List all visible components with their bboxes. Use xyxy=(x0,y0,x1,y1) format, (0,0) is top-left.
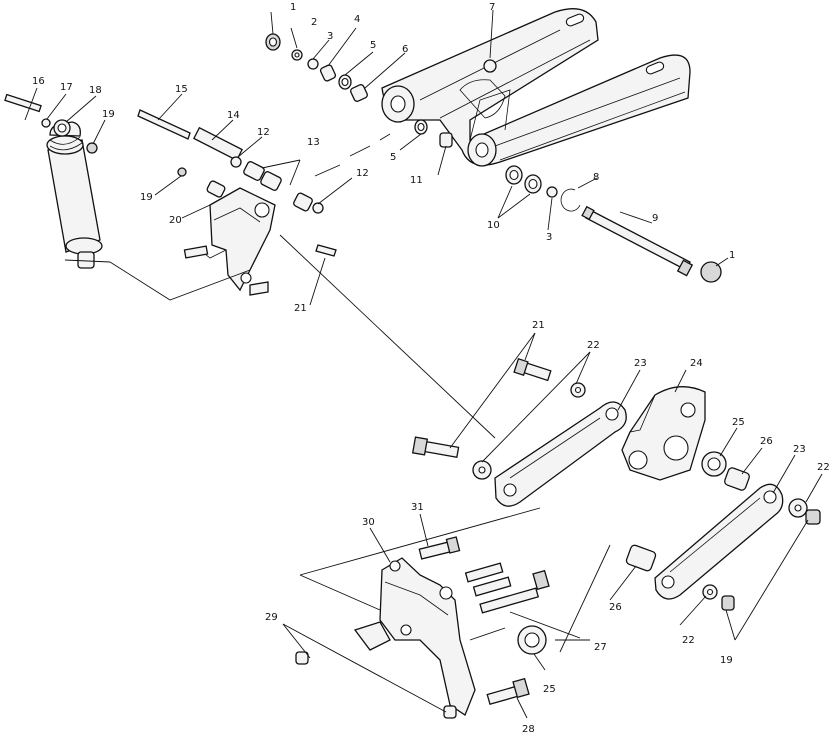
callout-29: 29 xyxy=(265,612,278,623)
callout-21-upper: 21 xyxy=(294,303,307,314)
upper-linkage-bracket xyxy=(183,187,337,296)
callout-12-lower: 12 xyxy=(356,168,369,179)
callout-3: 3 xyxy=(327,31,333,42)
callout-26-lower: 26 xyxy=(609,602,622,613)
callout-27: 27 xyxy=(594,642,607,653)
rocker-bracket xyxy=(621,386,706,481)
callout-13: 13 xyxy=(307,137,320,148)
callout-19-lower: 19 xyxy=(140,192,153,203)
pivot-hardware-top xyxy=(265,33,453,148)
callout-22: 22 xyxy=(587,340,600,351)
callout-16: 16 xyxy=(32,76,45,87)
mount-bolts xyxy=(137,109,324,214)
callout-3-lower: 3 xyxy=(546,232,552,243)
callout-23: 23 xyxy=(634,358,647,369)
leader-lines-lower xyxy=(282,332,823,719)
callout-17: 17 xyxy=(60,82,73,93)
callout-23-right: 23 xyxy=(793,444,806,455)
callout-24: 24 xyxy=(690,358,703,369)
linkage-arm-front xyxy=(494,401,627,507)
callout-labels: 1 2 3 4 5 6 7 16 17 18 19 15 14 12 13 5 … xyxy=(32,2,830,733)
callout-5: 5 xyxy=(370,40,376,51)
callout-10: 10 xyxy=(487,220,500,231)
callout-28: 28 xyxy=(522,724,535,733)
callout-19-bottom: 19 xyxy=(720,655,733,666)
callout-25: 25 xyxy=(732,417,745,428)
callout-2: 2 xyxy=(311,17,317,28)
callout-7: 7 xyxy=(489,2,495,13)
pivot-hardware-right xyxy=(505,165,722,283)
callout-15: 15 xyxy=(175,84,188,95)
linkage-arm-rear xyxy=(654,483,784,600)
callout-21-lower: 21 xyxy=(532,320,545,331)
callout-14: 14 xyxy=(227,110,240,121)
callout-18: 18 xyxy=(89,85,102,96)
callout-5-lower: 5 xyxy=(390,152,396,163)
callout-22-right: 22 xyxy=(817,462,830,473)
callout-8: 8 xyxy=(593,172,599,183)
callout-22-lower: 22 xyxy=(682,635,695,646)
callout-19: 19 xyxy=(102,109,115,120)
callout-11: 11 xyxy=(410,175,423,186)
callout-12: 12 xyxy=(257,127,270,138)
callout-4: 4 xyxy=(354,14,360,25)
leader-lines-upper xyxy=(24,9,729,306)
swingarm xyxy=(381,8,691,167)
shock-absorber xyxy=(4,93,103,269)
callout-1: 1 xyxy=(290,2,296,13)
callout-9: 9 xyxy=(652,213,658,224)
callout-31: 31 xyxy=(411,502,424,513)
callout-26: 26 xyxy=(760,436,773,447)
callout-1-right: 1 xyxy=(729,250,735,261)
callout-6: 6 xyxy=(402,44,408,55)
lower-hardware xyxy=(411,357,821,611)
connector-line xyxy=(279,234,496,439)
bellcrank-bracket xyxy=(295,536,550,719)
callout-30: 30 xyxy=(362,517,375,528)
callout-25-lower: 25 xyxy=(543,684,556,695)
callout-20: 20 xyxy=(169,215,182,226)
